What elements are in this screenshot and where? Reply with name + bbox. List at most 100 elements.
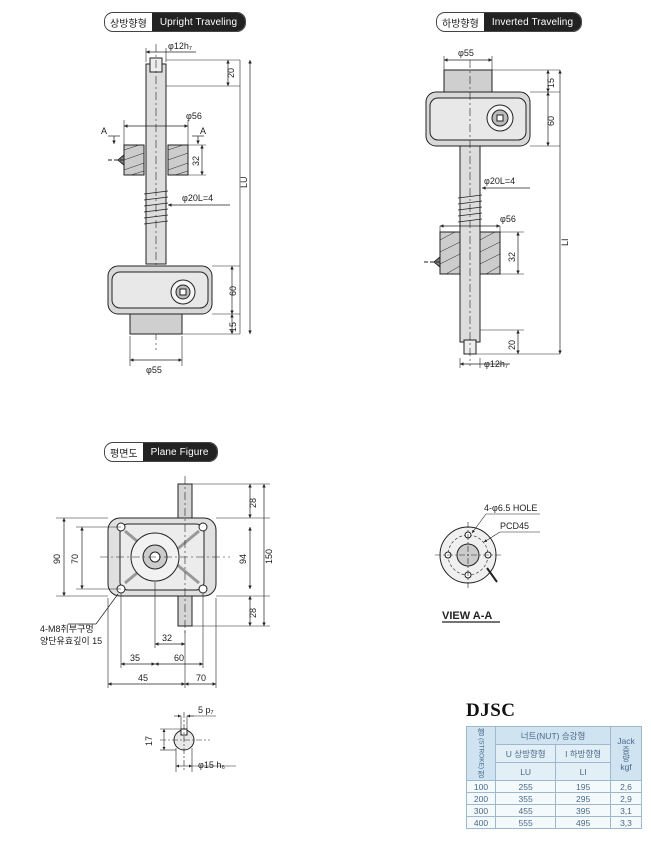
- plane-dim-60: 60: [174, 653, 184, 663]
- stroke-cell: 300: [466, 804, 496, 818]
- stroke-cell: 100: [466, 780, 496, 794]
- plane-label-ko: 평면도: [105, 444, 143, 460]
- upright-nut-dia: φ56: [186, 111, 202, 121]
- key-depth: 17: [144, 736, 154, 746]
- plane-dim-70-bottom: 70: [196, 673, 206, 683]
- inverted-gearbox: [425, 69, 531, 147]
- inverted-nut: [424, 231, 501, 275]
- inverted-top-dia: φ55: [458, 48, 474, 58]
- upright-traveling-badge: 상방향형 Upright Traveling: [104, 12, 247, 32]
- upright-dim-15: 15: [228, 322, 238, 332]
- li-cell: 195: [555, 780, 611, 794]
- weight-cell: 3,3: [610, 816, 642, 830]
- stroke-header: 행 (STROKE) 정: [466, 725, 496, 782]
- plane-figure-drawing: [56, 476, 270, 688]
- table-row: 400 555 495 3,3: [466, 816, 642, 830]
- view-aa-hole-note: 4-φ6.5 HOLE: [484, 503, 537, 513]
- upright-section-a-left: A: [101, 126, 107, 136]
- upright-dimension-labels: φ12h₇ 20 A A φ56 32 φ20L=4 LU 60 15 φ55: [101, 41, 249, 375]
- stroke-cell: 400: [466, 816, 496, 830]
- inverted-label-en: Inverted Traveling: [483, 13, 582, 31]
- li-cell: 495: [555, 816, 611, 830]
- inverted-dim-15: 15: [546, 78, 556, 88]
- inverted-dim-32: 32: [507, 252, 517, 262]
- upright-base-dia: φ55: [146, 365, 162, 375]
- weight-cell: 2,9: [610, 792, 642, 806]
- table-row: 100 255 195 2,6: [466, 780, 642, 794]
- stroke-header-a: 행: [477, 728, 485, 737]
- plane-mount-note-1: 4-M8취부구멍: [40, 624, 94, 634]
- inverted-jack-drawing: [424, 56, 562, 368]
- li-cell: 295: [555, 792, 611, 806]
- plane-dim-35: 35: [130, 653, 140, 663]
- lu-cell: 455: [494, 804, 557, 818]
- inverted-dim-20: 20: [507, 340, 517, 350]
- plane-label-en: Plane Figure: [142, 443, 217, 461]
- inverted-li-label: LI: [560, 238, 570, 246]
- plane-dim-28-bottom: 28: [248, 608, 258, 618]
- jack-header-c: kgf: [620, 761, 632, 772]
- key-dimension-labels: 5 p₇ 17 φ15 h₆: [144, 705, 225, 770]
- key-width: 5 p₇: [198, 705, 214, 715]
- upright-dim-32: 32: [191, 156, 201, 166]
- plane-mount-note-2: 양단유효깊이 15: [40, 635, 102, 646]
- upright-lu-label: LU: [239, 176, 249, 188]
- upright-gearbox: [107, 265, 213, 335]
- upright-jack-drawing: [107, 44, 252, 366]
- upright-thread-marks: [143, 190, 169, 225]
- upright-col-header: U 상방향형: [494, 744, 557, 764]
- inverted-thread-label: φ20L=4: [484, 176, 515, 186]
- inverted-dim-60: 60: [546, 116, 556, 126]
- li-col-header: LI: [555, 762, 611, 782]
- lu-cell: 355: [494, 792, 557, 806]
- weight-cell: 3,1: [610, 804, 642, 818]
- lu-col-header: LU: [494, 762, 557, 782]
- plane-dim-94: 94: [238, 554, 248, 564]
- table-row: 200 355 295 2,9: [466, 792, 642, 806]
- plane-dim-90: 90: [52, 554, 62, 564]
- view-aa-labels: 4-φ6.5 HOLE PCD45 VIEW A-A: [442, 503, 537, 622]
- inverted-shaft-dia: φ12h₇: [484, 359, 508, 369]
- jack-header: Jack 중량 kgf: [610, 725, 642, 782]
- upright-shaft-dia: φ12h₇: [168, 41, 192, 51]
- stroke-header-b: (STROKE): [477, 738, 485, 770]
- nut-lift-header: 너트(NUT) 승강형: [495, 725, 611, 746]
- lu-cell: 255: [494, 780, 557, 794]
- jack-header-a: Jack: [617, 735, 635, 746]
- key-detail-drawing: [160, 712, 236, 772]
- li-cell: 395: [555, 804, 611, 818]
- upright-thread-label: φ20L=4: [182, 193, 213, 203]
- inverted-traveling-badge: 하방향형 Inverted Traveling: [436, 12, 583, 32]
- plane-dim-45: 45: [138, 673, 148, 683]
- view-aa-pcd: PCD45: [500, 521, 529, 531]
- inverted-col-header: I 하방향형: [555, 744, 611, 764]
- key-shaft-dia: φ15 h₆: [198, 760, 225, 770]
- upright-section-a-right: A: [200, 126, 206, 136]
- jack-header-b: 중량: [621, 745, 631, 762]
- view-aa-title: VIEW A-A: [442, 610, 492, 622]
- inverted-dimension-labels: φ55 15 60 φ20L=4 φ56 32 LI 20 φ12h₇: [458, 48, 570, 369]
- table-row: 300 455 395 3,1: [466, 804, 642, 818]
- plane-dim-28-top: 28: [248, 498, 258, 508]
- plane-dimension-labels: 28 90 70 94 150 28 4-M8취부구멍 양단유효깊이 15 32…: [40, 498, 274, 683]
- upright-label-en: Upright Traveling: [151, 13, 246, 31]
- upright-dim-60: 60: [228, 286, 238, 296]
- upright-label-ko: 상방향형: [105, 14, 152, 30]
- spec-table: 행 (STROKE) 정 너트(NUT) 승강형 Jack 중량 kgf U 상…: [466, 725, 642, 830]
- inverted-label-ko: 하방향형: [437, 14, 484, 30]
- plane-dim-70: 70: [70, 554, 80, 564]
- view-aa-drawing: [435, 513, 540, 623]
- weight-cell: 2,6: [610, 780, 642, 794]
- plane-figure-badge: 평면도 Plane Figure: [104, 442, 218, 462]
- plane-dim-150: 150: [264, 549, 274, 564]
- stroke-cell: 200: [466, 792, 496, 806]
- inverted-nut-dia: φ56: [500, 214, 516, 224]
- plane-dim-32: 32: [162, 633, 172, 643]
- upright-dim-20: 20: [226, 68, 236, 78]
- stroke-header-c: 정: [477, 770, 485, 780]
- inverted-thread-marks: [457, 194, 483, 223]
- model-brand: DJSC: [466, 700, 516, 721]
- lu-cell: 555: [494, 816, 557, 830]
- upright-nut: [108, 144, 189, 176]
